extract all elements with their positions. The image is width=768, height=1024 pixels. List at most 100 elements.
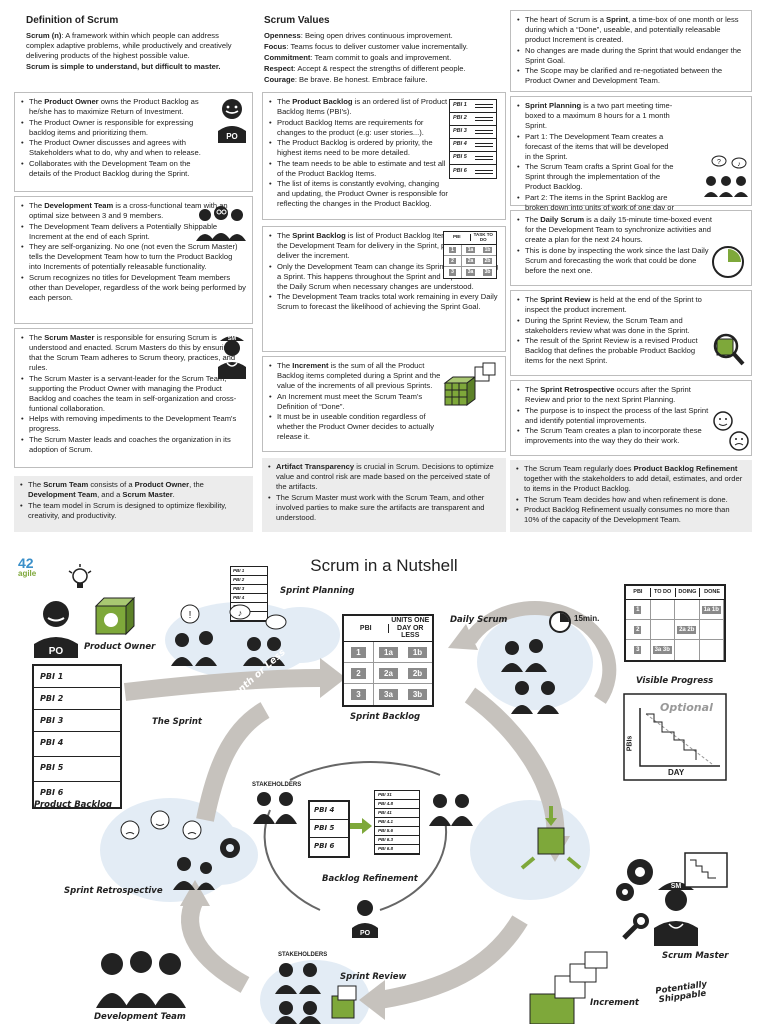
bullet-item: Sprint Planning is a two part meeting ti… (517, 101, 675, 131)
bullet-item: The Product Owner discusses and agrees w… (21, 138, 211, 158)
bullet-item: The Scrum Team regularly does Product Ba… (516, 464, 746, 494)
bullet-item: The Product Owner is responsible for exp… (21, 118, 211, 138)
table-cell: 3a 3b (651, 640, 675, 660)
refinement-list: The Scrum Team regularly does Product Ba… (516, 464, 746, 525)
label-sprint-review: Sprint Review (340, 972, 407, 982)
sprint-backlog-card: The Sprint Backlog is list of Product Ba… (262, 226, 506, 352)
bullet-item: Product Backlog Refinement usually consu… (516, 505, 746, 525)
dev-team-list: The Development Team is a cross-function… (21, 201, 246, 303)
table-cell: 3a (465, 269, 476, 276)
backlog-item: PBI 3 (34, 710, 120, 732)
dev-increment-icon (520, 806, 582, 870)
increment-cubes-icon (443, 362, 496, 406)
table-header-cell: DONE (704, 589, 721, 596)
label-daily-scrum: Daily Scrum (450, 615, 508, 625)
bullet-item: Artifact Transparency is crucial in Scru… (268, 462, 500, 492)
value-item: Openness: Being open drives continuous i… (264, 31, 453, 41)
bullet-item: Only the Development Team can change its… (269, 262, 499, 292)
label-product-owner: Product Owner (84, 642, 156, 652)
scrum-team-list: The Scrum Team consists of a Product Own… (20, 480, 247, 521)
refined-item: PBI 5.6 (375, 827, 419, 836)
table-header-cell: UNITS ONE DAY OR LESS (391, 617, 430, 640)
product-owner-big-figure: PO (34, 601, 78, 658)
bullet-item: The Scrum Master is responsible for ensu… (21, 333, 246, 373)
scrum-master-big-figure: SM (654, 882, 698, 946)
label-backlog-refinement: Backlog Refinement (322, 874, 418, 884)
value-item: Commitment: Team commit to goals and imp… (264, 53, 452, 63)
table-header-cell: TO DO (651, 588, 676, 597)
bullet-item: The result of the Sprint Review is a rev… (517, 336, 715, 366)
svg-text:♪: ♪ (238, 608, 243, 618)
label-fifteen-min: 15min. (574, 614, 600, 623)
refinement-card: The Scrum Team regularly does Product Ba… (510, 460, 752, 532)
bullet-item: The Development Team tracks total work r… (269, 292, 499, 312)
wrench-icon (622, 913, 649, 940)
transparency-card: Artifact Transparency is crucial in Scru… (262, 458, 506, 532)
bullet-item: The Sprint Retrospective occurs after th… (517, 385, 717, 405)
scrum-master-list: The Scrum Master is responsible for ensu… (21, 333, 246, 455)
mini-backlog-row: PBI 1 (450, 100, 496, 113)
table-cell: 1 (626, 600, 651, 619)
increment-list: The Increment is the sum of all the Prod… (269, 361, 447, 442)
agile-logo-number: 42 (18, 555, 34, 571)
backlog-item: PBI 1 (34, 666, 120, 688)
label-pbis-axis: PBIs (626, 735, 634, 752)
backlog-item: PBI 2 (34, 688, 120, 710)
table-cell: 2a 2b (675, 620, 700, 639)
increment-card: The Increment is the sum of all the Prod… (262, 356, 506, 452)
planning-backlog-row: PBI 4 (231, 594, 267, 603)
bullet-item: The Scrum Master is a servant-leader for… (21, 374, 246, 414)
daily-team-figure (501, 639, 559, 714)
bullet-item: The Scrum Master must work with the Scru… (268, 493, 500, 523)
infographic-title: Scrum in a Nutshell (310, 556, 458, 575)
refine-po-badge: PO (360, 930, 371, 937)
bullet-item: The list of items is constantly evolving… (269, 179, 449, 209)
bullet-item: The purpose is to inspect the process of… (517, 406, 717, 426)
daily-scrum-loop (464, 601, 617, 704)
bullet-item: They are self-organizing. No one (not ev… (21, 242, 246, 272)
label-sprint-retrospective: Sprint Retrospective (64, 886, 163, 896)
label-increment: Increment (590, 998, 639, 1008)
retro-faces-icon (713, 411, 749, 451)
burndown-mini-icon (684, 852, 728, 888)
magnifier-icon (713, 333, 745, 366)
refined-item: PBI 4.1 (375, 818, 419, 827)
label-stakeholders-review: STAKEHOLDERS (278, 952, 328, 958)
label-product-backlog: Product Backlog (34, 800, 112, 810)
table-cell: 2a (465, 257, 476, 265)
bullet-item: The Product Backlog is an ordered list o… (269, 97, 449, 117)
scrum-master-figure: SM (218, 336, 246, 379)
daily-scrum-list: The Daily Scrum is a daily 15-minute tim… (517, 215, 713, 276)
retrospective-card: The Sprint Retrospective occurs after th… (510, 380, 752, 456)
table-cell (700, 620, 724, 639)
value-item: Respect: Accept & respect the strengths … (264, 64, 466, 74)
table-header-cell: PBI (444, 234, 471, 242)
agile-logo-sub: agile (18, 569, 37, 578)
retrospective-list: The Sprint Retrospective occurs after th… (517, 385, 717, 446)
table-cell (700, 640, 724, 660)
table-header-cell: DOING (676, 588, 701, 597)
sprint-list: The heart of Scrum is a Sprint, a time-b… (517, 15, 745, 86)
refine-item: PBI 4 (310, 802, 348, 820)
label-development-team: Development Team (94, 1012, 186, 1022)
table-cell (675, 640, 700, 660)
refine-arrow-icon (350, 818, 372, 834)
product-box-icon (94, 596, 136, 636)
refinement-circle (263, 761, 448, 911)
planning-group-figure: ! ♪ (171, 604, 287, 666)
definition-title: Definition of Scrum (26, 15, 119, 26)
gear-icons (220, 838, 653, 901)
refinement-po-figure: PO (352, 900, 378, 938)
burndown-chart (623, 693, 727, 781)
refined-item: PBI 31 (375, 791, 419, 800)
bullet-item: The Scope may be clarified and re-negoti… (517, 66, 745, 86)
bullet-item: An Increment must meet the Scrum Team's … (269, 392, 447, 412)
